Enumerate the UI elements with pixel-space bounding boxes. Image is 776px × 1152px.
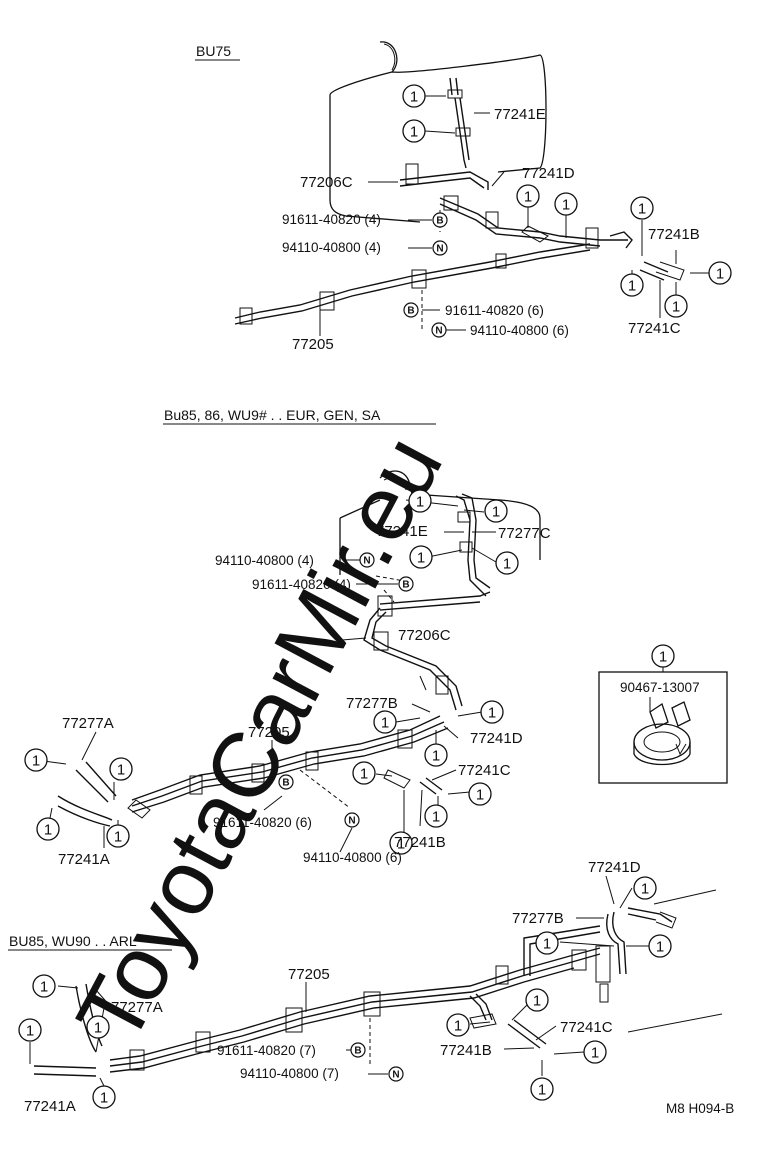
clamp-symbol <box>92 1085 116 1109</box>
part-label: 77241C <box>458 762 511 779</box>
clamp-symbol <box>32 974 56 998</box>
part-label: 77241B <box>394 834 446 851</box>
clamp-symbol <box>484 499 508 523</box>
svg-text:B: B <box>436 216 443 227</box>
section-bu85-eur: Bu85, 86, WU9# . . EUR, GEN, SA <box>24 407 551 868</box>
nut-symbol: N <box>432 240 448 256</box>
clamp-symbol <box>648 934 672 958</box>
bolt-symbol: B <box>398 576 414 592</box>
section-header-bu85-arl: BU85, WU90 . . ARL <box>9 933 137 949</box>
clamp-symbol <box>480 700 504 724</box>
clamp-symbol <box>525 988 549 1012</box>
clamp-inset: 90467-13007 <box>598 644 728 784</box>
part-label: 77241A <box>58 851 110 868</box>
clamp-symbol <box>109 757 133 781</box>
part-label: 77277B <box>512 910 564 927</box>
part-label: 91611-40820 (6) <box>213 815 312 830</box>
clamp-symbol <box>620 273 644 297</box>
svg-text:N: N <box>348 816 355 827</box>
clamp-symbol <box>516 184 540 208</box>
bolt-symbol: B <box>432 212 448 228</box>
svg-text:N: N <box>363 556 370 567</box>
svg-text:B: B <box>354 1046 361 1057</box>
part-label: 94110-40800 (6) <box>303 850 402 865</box>
clamp-symbol <box>446 1013 470 1037</box>
clamp-symbol <box>86 1015 110 1039</box>
section-header-bu85-eur: Bu85, 86, WU9# . . EUR, GEN, SA <box>164 407 381 423</box>
clamp-symbol <box>630 196 654 220</box>
part-label: 77277B <box>346 695 398 712</box>
clamp-symbol <box>18 1018 42 1042</box>
part-label: 77205 <box>248 724 290 741</box>
part-label: 91611-40820 (4) <box>252 577 351 592</box>
clamp-symbol <box>664 294 688 318</box>
clamp-symbol <box>352 761 376 785</box>
part-label: 77241E <box>376 523 428 540</box>
part-label: 94110-40800 (4) <box>282 240 381 255</box>
clamp-symbol <box>468 782 492 806</box>
part-label: 77241D <box>470 730 523 747</box>
part-label: 77205 <box>288 966 330 983</box>
nut-symbol: N <box>359 552 375 568</box>
clamp-symbol <box>24 748 48 772</box>
part-label: 77277A <box>111 999 163 1016</box>
nut-symbol: N <box>344 812 360 828</box>
part-label: 77241B <box>440 1042 492 1059</box>
part-label: 77277C <box>498 525 551 542</box>
clamp-symbol <box>633 876 657 900</box>
clamp-symbol <box>106 824 130 848</box>
part-label: 91611-40820 (6) <box>445 303 544 318</box>
clamp-symbol <box>554 192 578 216</box>
clamp-symbol <box>408 489 432 513</box>
svg-text:N: N <box>435 326 442 337</box>
part-label: 77277A <box>62 715 114 732</box>
part-label: 77241C <box>560 1019 613 1036</box>
part-label: 77241E <box>494 106 546 123</box>
clamp-symbol <box>402 84 426 108</box>
bolt-symbol: B <box>350 1042 366 1058</box>
inset-part-label: 90467-13007 <box>620 680 700 695</box>
svg-text:N: N <box>436 244 443 255</box>
part-label: 77241D <box>588 859 641 876</box>
part-label: 77206C <box>300 174 353 191</box>
section-bu75: BU75 <box>195 41 732 353</box>
clamp-symbol <box>583 1040 607 1064</box>
part-label: 77241B <box>648 226 700 243</box>
bolt-symbol: B <box>403 302 419 318</box>
svg-text:B: B <box>402 580 409 591</box>
part-label: 77241C <box>628 320 681 337</box>
part-label: 94110-40800 (6) <box>470 323 569 338</box>
nut-symbol: N <box>431 322 447 338</box>
part-label: 77205 <box>292 336 334 353</box>
svg-text:B: B <box>282 778 289 789</box>
part-label: 94110-40800 (7) <box>240 1066 339 1081</box>
figure-code: M8 H094-B <box>666 1101 734 1116</box>
part-label: 94110-40800 (4) <box>215 553 314 568</box>
clamp-symbol <box>409 545 433 569</box>
nut-symbol: N <box>388 1066 404 1082</box>
clamp-symbol <box>535 931 559 955</box>
part-label: 77241D <box>522 165 575 182</box>
clamp-symbol <box>530 1077 554 1101</box>
clamp-symbol <box>424 804 448 828</box>
part-label: 77206C <box>398 627 451 644</box>
svg-text:N: N <box>392 1070 399 1081</box>
clamp-symbol <box>36 817 60 841</box>
part-label: 91611-40820 (4) <box>282 212 381 227</box>
bolt-symbol: B <box>278 774 294 790</box>
clamp-symbol <box>495 551 519 575</box>
section-header-bu75: BU75 <box>196 43 231 59</box>
clamp-symbol <box>651 644 675 668</box>
part-label: 77241A <box>24 1098 76 1115</box>
clamp-symbol <box>402 119 426 143</box>
clamp-symbol <box>708 261 732 285</box>
part-label: 91611-40820 (7) <box>217 1043 316 1058</box>
clamp-symbol <box>424 743 448 767</box>
svg-text:B: B <box>407 306 414 317</box>
clamp-symbol <box>373 710 397 734</box>
section-bu85-arl: BU85, WU90 . . ARL <box>8 859 723 1115</box>
